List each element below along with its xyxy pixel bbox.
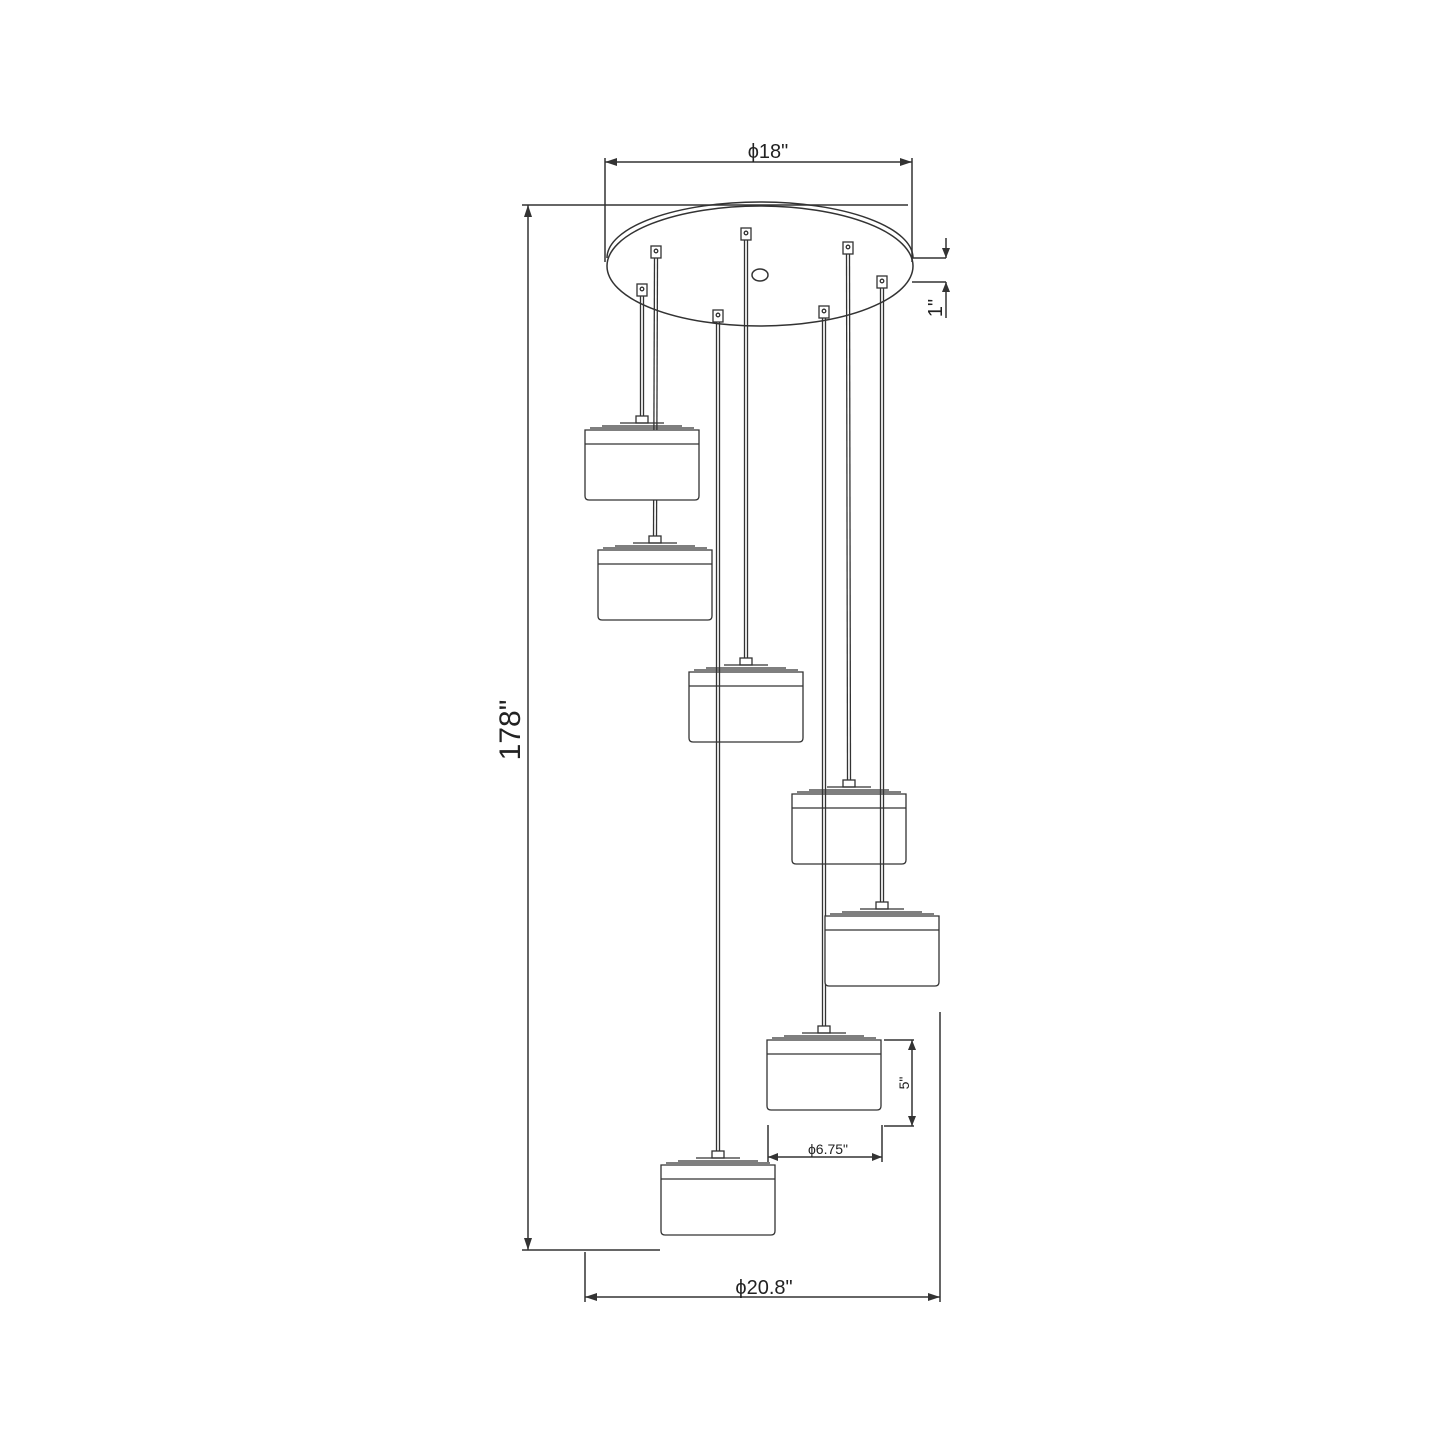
cord-right (848, 253, 852, 781)
mount-screw (743, 230, 749, 236)
cord-mount (636, 283, 648, 297)
pendant-1 (597, 245, 713, 621)
shade-body (584, 429, 700, 501)
shade-fitting (817, 1025, 831, 1034)
mount-screw (715, 312, 721, 318)
shade-fitting (739, 657, 753, 666)
cord-mount (818, 305, 830, 319)
shade-fitting (711, 1150, 725, 1159)
pendant-5 (791, 241, 907, 865)
shade-body (688, 671, 804, 743)
mount-screw (639, 286, 645, 292)
mount-screw (879, 278, 885, 284)
pendant-4 (660, 309, 776, 1236)
shade-body (660, 1164, 776, 1236)
canopy-top-edge (606, 201, 914, 259)
shade-fitting (875, 901, 889, 910)
shade-body (791, 793, 907, 865)
mount-screw (821, 308, 827, 314)
cord-mount (842, 241, 854, 255)
mount-screw (845, 244, 851, 250)
cord-mount (740, 227, 752, 241)
cord-mount (712, 309, 724, 323)
shade-body (597, 549, 713, 621)
canopy-bottom (606, 205, 914, 327)
overall-height-label: 178" (494, 700, 527, 761)
pendant-3 (688, 227, 804, 743)
shade-diameter-label: ϕ6.75" (808, 1141, 848, 1157)
canopy-diameter-label: ϕ18" (748, 141, 789, 163)
shade-body (766, 1039, 882, 1111)
canopy (606, 201, 914, 327)
cord-mount (876, 275, 888, 289)
pendant-7 (824, 275, 940, 987)
pendant-2 (584, 283, 700, 501)
shade-height-label: 5" (896, 1077, 912, 1090)
canopy-height-label: 1" (925, 299, 947, 317)
cord-mount (650, 245, 662, 259)
mount-screw (653, 248, 659, 254)
pendant-6 (766, 305, 882, 1111)
arrowheads (524, 158, 950, 1301)
pendants (584, 227, 940, 1236)
shade-fitting (635, 415, 649, 424)
shade-fitting (842, 779, 856, 788)
shade-body (824, 915, 940, 987)
canopy-center-screw (751, 268, 769, 282)
cord-left (845, 253, 849, 781)
shade-fitting (648, 535, 662, 544)
overall-diameter-label: ϕ20.8" (735, 1277, 792, 1299)
